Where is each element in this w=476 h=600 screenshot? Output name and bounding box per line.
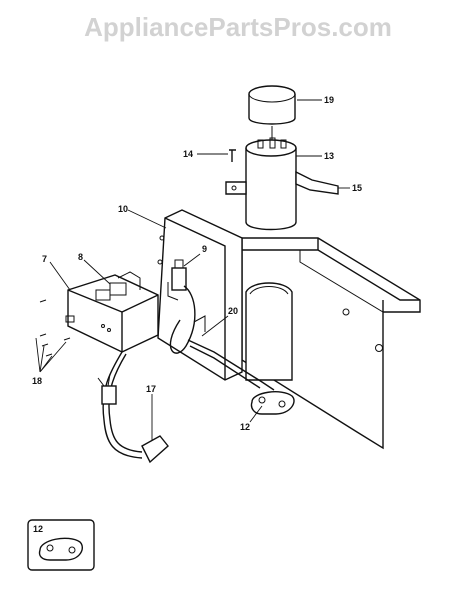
callout-14: 14 — [183, 149, 193, 159]
screw-part — [229, 149, 236, 162]
callout-7: 7 — [42, 254, 47, 264]
screws-18 — [39, 299, 71, 357]
mounting-bracket — [157, 209, 243, 381]
callout-20: 20 — [228, 306, 238, 316]
duct-opening — [245, 282, 293, 381]
callout-18: 18 — [32, 376, 42, 386]
callout-10: 10 — [118, 204, 128, 214]
callout-13: 13 — [324, 151, 334, 161]
leader-lines — [35, 99, 350, 440]
inset-detail-box: 12 — [27, 519, 95, 571]
callout-12: 12 — [240, 422, 250, 432]
callout-19: 19 — [324, 95, 334, 105]
thermostat-switch — [167, 259, 187, 301]
watermark-text: AppliancePartsPros.com — [84, 12, 392, 42]
callout-labels: 19 14 13 15 10 9 7 8 20 18 17 12 — [32, 95, 362, 432]
inset-label: 12 — [33, 524, 43, 534]
power-cord — [97, 351, 169, 464]
callout-17: 17 — [146, 384, 156, 394]
callout-8: 8 — [78, 252, 83, 262]
grommet-clip — [250, 391, 295, 415]
wire-harness — [169, 285, 275, 391]
callout-15: 15 — [352, 183, 362, 193]
electrical-box — [65, 271, 159, 353]
callout-9: 9 — [202, 244, 207, 254]
capacitor-assembly — [225, 85, 339, 231]
